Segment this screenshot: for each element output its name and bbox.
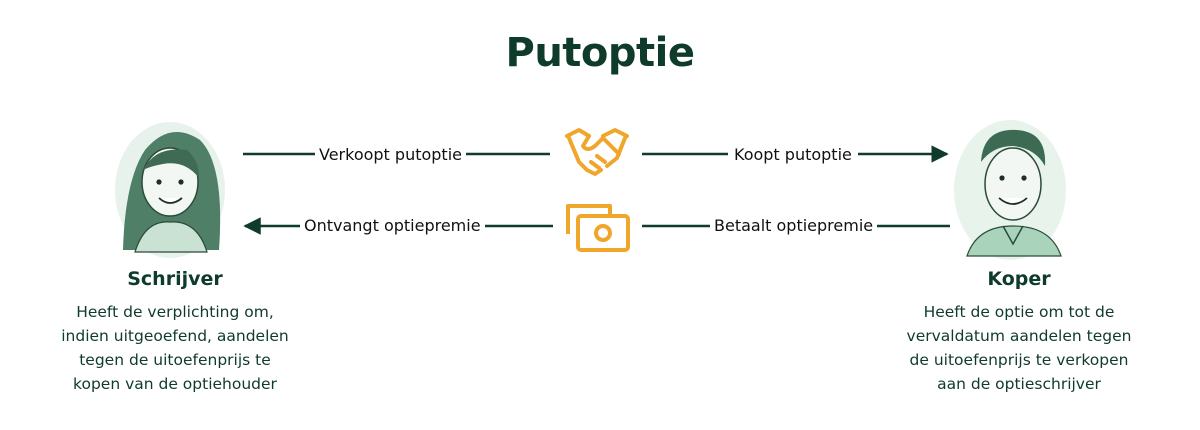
writer-desc-line: Heeft de verplichting om, bbox=[76, 303, 274, 321]
writer-desc-line: indien uitgeoefend, aandelen bbox=[61, 327, 289, 345]
writer-description: Heeft de verplichting om, indien uitgeoe… bbox=[35, 300, 315, 396]
writer-name: Schrijver bbox=[127, 268, 223, 290]
writer-avatar bbox=[115, 122, 225, 258]
page-title: Putoptie bbox=[505, 30, 696, 76]
buyer-desc-line: aan de optieschrijver bbox=[937, 375, 1101, 393]
sells-put-label: Verkoopt putoptie bbox=[315, 145, 466, 165]
buyer-description: Heeft de optie om tot de vervaldatum aan… bbox=[879, 300, 1159, 396]
buyer-desc-line: vervaldatum aandelen tegen bbox=[906, 327, 1132, 345]
writer-desc-line: tegen de uitoefenprijs te bbox=[79, 351, 271, 369]
buys-put-label: Koopt putoptie bbox=[728, 145, 858, 165]
buyer-name: Koper bbox=[987, 268, 1051, 290]
pays-premium-label: Betaalt optiepremie bbox=[710, 216, 878, 236]
buyer-desc-line: Heeft de optie om tot de bbox=[923, 303, 1115, 321]
receives-premium-label: Ontvangt optiepremie bbox=[300, 216, 485, 236]
buyer-desc-line: de uitoefenprijs te verkopen bbox=[909, 351, 1129, 369]
handshake-icon bbox=[565, 128, 629, 176]
buyer-avatar bbox=[954, 120, 1066, 260]
money-icon bbox=[566, 204, 630, 252]
writer-desc-line: kopen van de optiehouder bbox=[73, 375, 277, 393]
